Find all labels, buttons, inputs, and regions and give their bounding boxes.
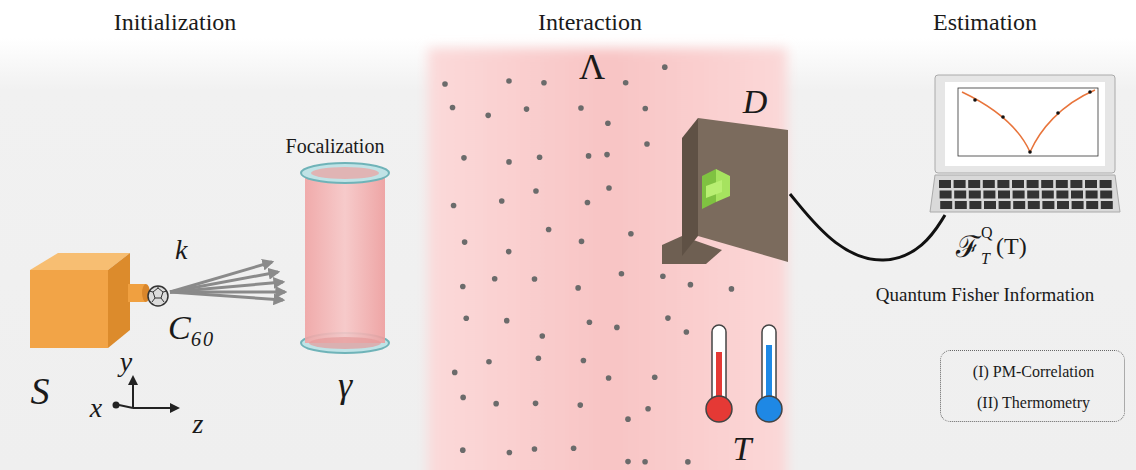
formula-argument: (T) — [996, 233, 1027, 259]
cable — [790, 194, 945, 260]
section-heading: Estimation — [933, 9, 1037, 35]
source-cube — [30, 253, 150, 348]
detector-node: D — [660, 80, 790, 270]
temperature-symbol: T — [733, 430, 752, 467]
task-label: (II) Thermometry — [977, 394, 1090, 412]
molecule-label: C₆₀ — [168, 309, 214, 346]
wavevector-label: k⃗ — [175, 235, 209, 266]
axis-label: z — [193, 409, 204, 440]
source-symbol: S — [31, 371, 50, 413]
thermometer-blue — [756, 325, 782, 422]
detector-symbol: D — [743, 83, 768, 120]
formula-subscript: T — [981, 250, 990, 268]
c60-molecule — [148, 286, 168, 306]
axis-label: y — [120, 347, 132, 378]
component-symbol: γ — [338, 366, 352, 406]
component-label: Focalization — [286, 135, 385, 157]
coordinate-axes — [113, 377, 179, 409]
focalization-cylinder — [301, 163, 389, 353]
section-heading: Interaction — [538, 9, 642, 35]
interaction-region — [428, 48, 787, 470]
source-node: S — [15, 240, 165, 410]
task-box: (I) PM-Correlation (II) Thermometry — [940, 350, 1125, 422]
formula-symbol: ℱ — [956, 230, 981, 263]
beam-arrows — [170, 262, 285, 300]
interaction-region-node: InteractionΛTD — [425, 45, 790, 470]
caption-label: Quantum Fisher Information — [876, 285, 1094, 306]
laptop-node: Estimation — [930, 70, 1120, 215]
formula-superscript: Q — [981, 224, 993, 242]
task-label: (I) PM-Correlation — [973, 363, 1094, 381]
particles — [442, 64, 734, 464]
detector-plate — [662, 118, 788, 264]
section-heading: Initialization — [114, 9, 237, 35]
region-symbol: Λ — [579, 48, 605, 88]
thermometer-red — [706, 325, 732, 422]
laptop — [930, 75, 1120, 212]
axis-label: x — [90, 393, 102, 424]
focalization-node: Focalizationγ — [290, 128, 400, 403]
